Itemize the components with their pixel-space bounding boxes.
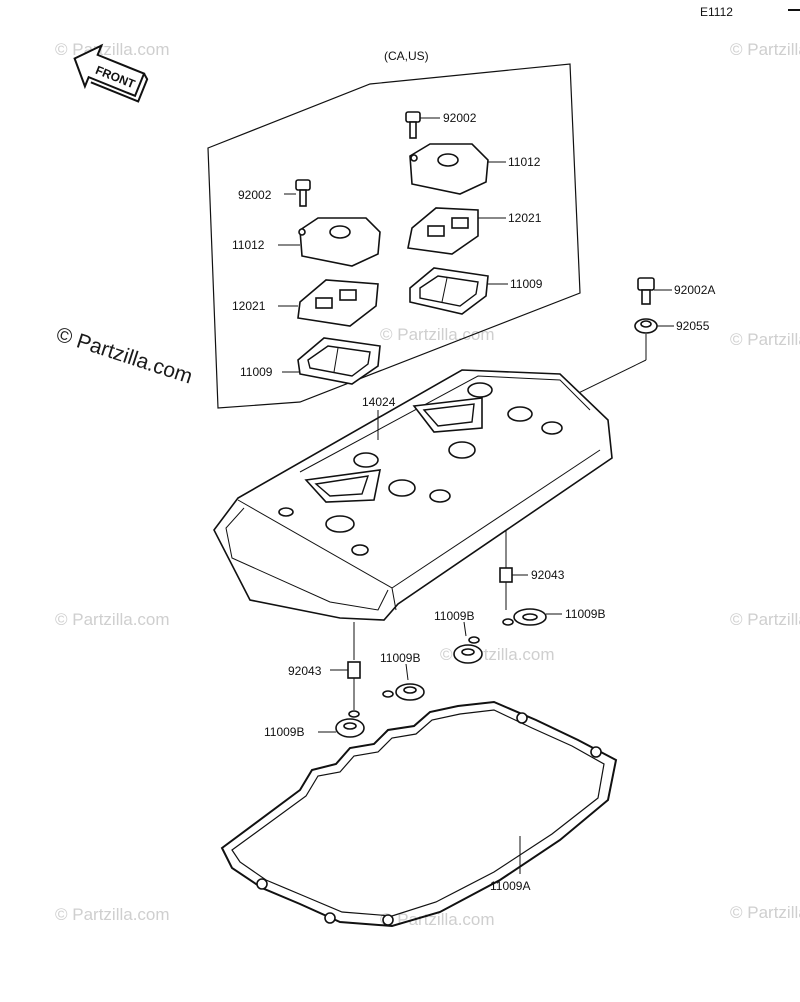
breather-cover-11012-right [409, 143, 489, 195]
seal-11009-right [409, 267, 489, 315]
watermark: © Partzilla.com [730, 40, 800, 59]
watermark: © Partzilla.com [730, 903, 800, 922]
part-label: 11009 [240, 365, 273, 379]
part-label: 11009B [434, 609, 474, 623]
part-label: 12021 [232, 299, 266, 313]
part-label: 11012 [232, 238, 265, 252]
part-label: 92043 [531, 568, 565, 582]
part-label: 92002 [238, 188, 272, 202]
watermark: © Partzilla.com [55, 905, 170, 924]
drawing-code: E1112 [700, 5, 733, 19]
collar-92043-left [347, 661, 361, 679]
part-label: 92002 [443, 111, 477, 125]
part-label: 11009B [380, 651, 420, 665]
breather-cover-11012-left [298, 217, 381, 267]
oring-11009b-center [382, 683, 425, 701]
watermark: © Partzilla.com [380, 325, 495, 344]
part-label: 11009B [264, 725, 304, 739]
collar-92043-right [499, 567, 513, 583]
oring-11009b-left [335, 710, 365, 738]
part-label: 11012 [508, 155, 541, 169]
cylinder-head-cover-14024 [213, 369, 613, 621]
bolt-92002-right [405, 111, 421, 139]
region-label: (CA,US) [384, 49, 429, 63]
watermark-prominent: © Partzilla.com [53, 323, 195, 389]
watermark: © Partzilla.com [730, 610, 800, 629]
part-label: 11009A [490, 879, 530, 893]
front-arrow-icon: FRONT [73, 43, 149, 103]
watermark: © Partzilla.com [380, 910, 495, 929]
oring-11009b-mid [453, 636, 483, 664]
part-label: 12021 [508, 211, 542, 225]
oring-11009b-right [502, 608, 547, 626]
gasket-plate-12021-left [297, 279, 379, 327]
cover-gasket-11009a [220, 700, 618, 928]
part-label: 92002A [674, 283, 715, 297]
watermark: © Partzilla.com [55, 40, 170, 59]
watermark: © Partzilla.com [730, 330, 800, 349]
watermark: © Partzilla.com [55, 610, 170, 629]
part-label: 11009 [510, 277, 543, 291]
part-label: 92055 [676, 319, 710, 333]
region-inset-border [207, 63, 581, 409]
gasket-plate-12021-right [407, 207, 479, 255]
washer-92055 [634, 318, 658, 334]
part-label: 11009B [565, 607, 605, 621]
bolt-92002-left [295, 179, 311, 207]
part-label: 92043 [288, 664, 322, 678]
seal-11009-left [297, 337, 381, 385]
part-label: 14024 [362, 395, 396, 409]
bolt-92002a [637, 277, 655, 305]
